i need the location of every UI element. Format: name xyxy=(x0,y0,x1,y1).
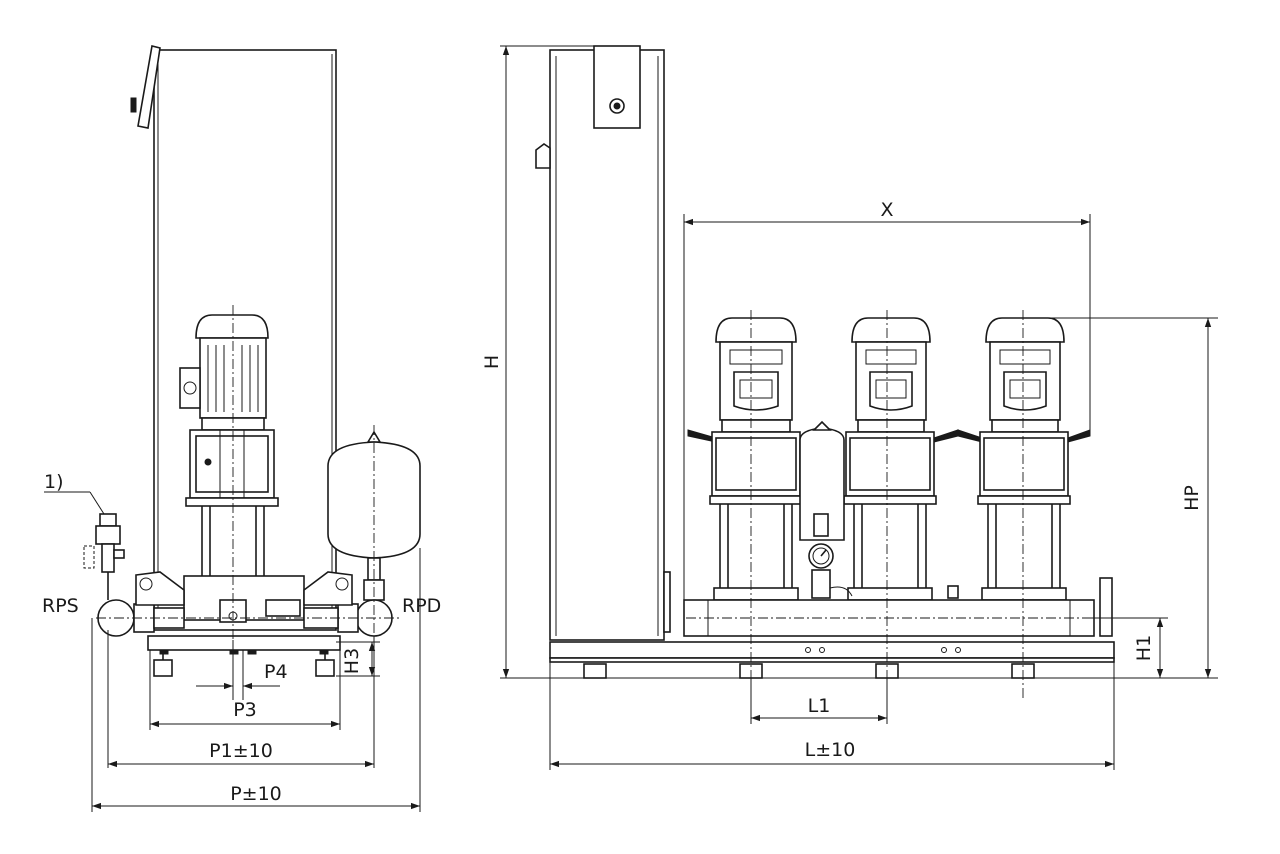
front-pump-2 xyxy=(843,317,959,601)
front-view: H X HP H1 L1 L±10 xyxy=(481,45,1218,770)
label-hp: HP xyxy=(1181,485,1203,511)
side-pressure-switch xyxy=(44,491,125,600)
label-l: L±10 xyxy=(805,739,856,761)
label-h3: H3 xyxy=(341,648,363,674)
label-p: P±10 xyxy=(230,783,282,805)
label-p4: P4 xyxy=(264,661,288,683)
front-control-cabinet xyxy=(535,45,671,641)
front-tank-and-gauge xyxy=(799,420,959,599)
side-view: 1) RPS RPD P±10 P1±10 P3 P4 H3 xyxy=(42,45,441,812)
label-h1: H1 xyxy=(1133,635,1155,661)
label-l1: L1 xyxy=(808,695,831,717)
label-p3: P3 xyxy=(233,699,257,721)
front-pump-1 xyxy=(687,317,825,601)
label-rps: RPS xyxy=(42,595,79,617)
label-note-1: 1) xyxy=(44,471,64,493)
label-rpd: RPD xyxy=(402,595,441,617)
front-pump-3 xyxy=(957,317,1091,601)
label-h: H xyxy=(481,355,503,369)
label-x: X xyxy=(880,199,893,221)
label-p1: P1±10 xyxy=(209,740,273,762)
side-pump xyxy=(179,314,305,623)
